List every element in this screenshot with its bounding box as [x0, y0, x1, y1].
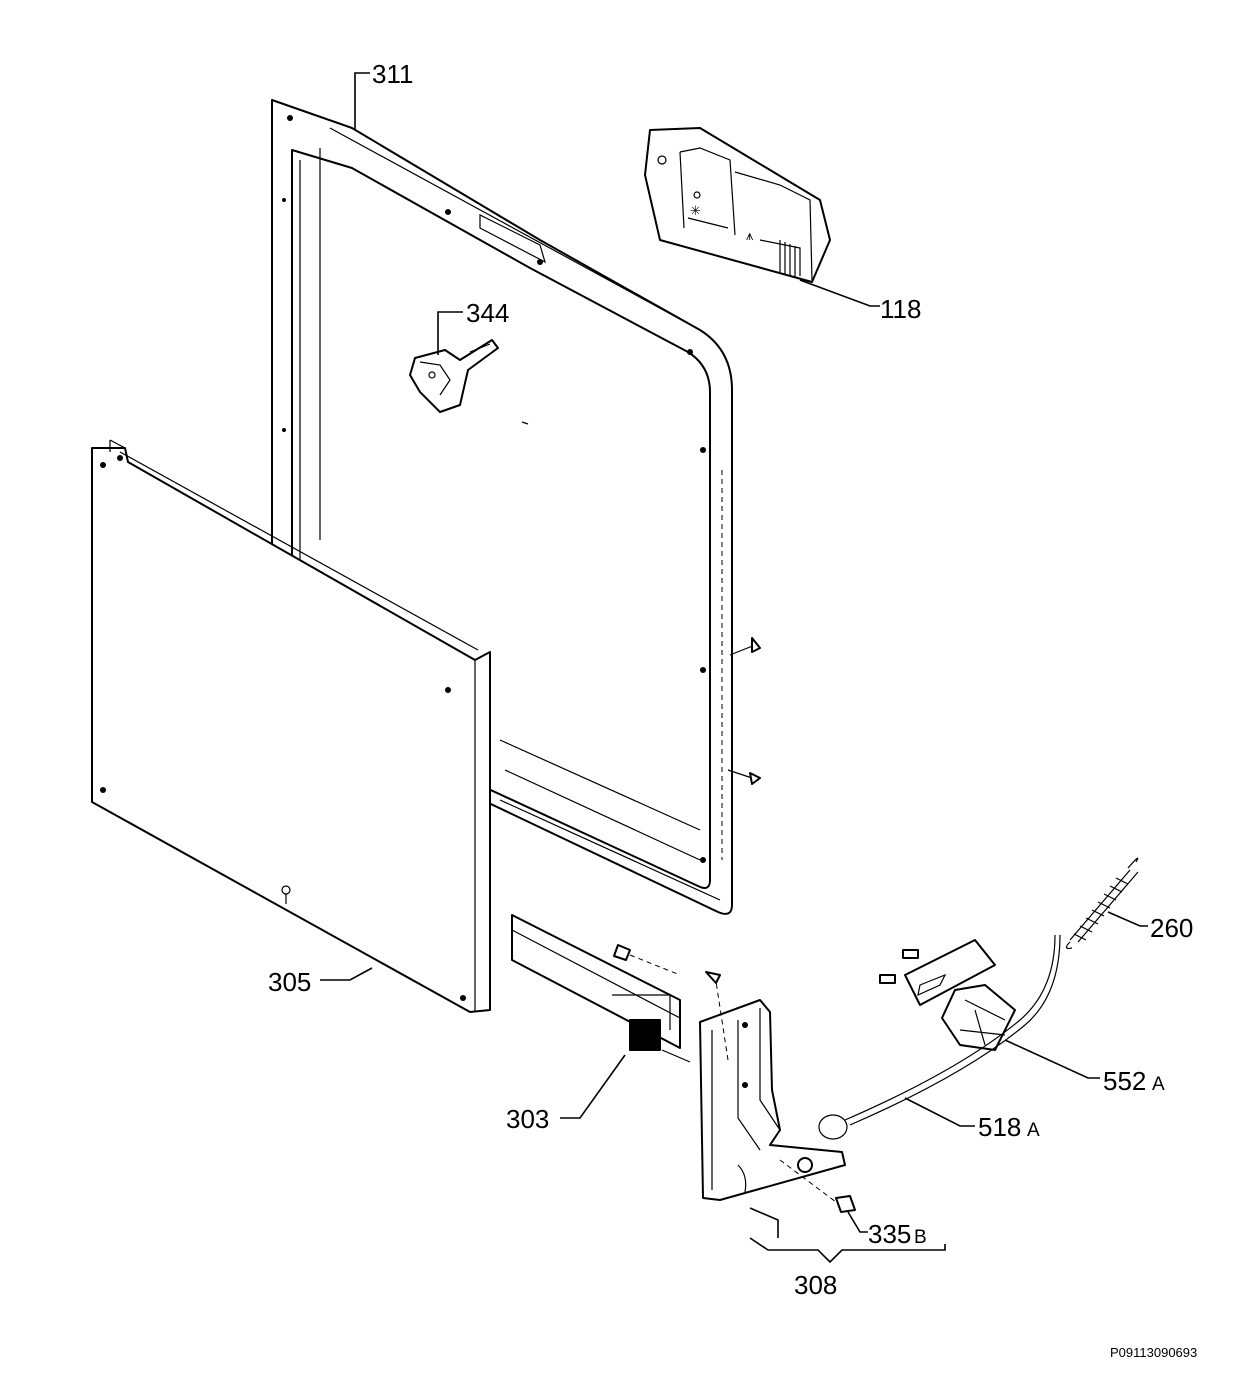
callout-260: 260: [1150, 913, 1193, 943]
outer-door-panel-305: [91, 439, 491, 1013]
part-number-311: 311: [372, 59, 413, 89]
callout-303: 303: [506, 1104, 549, 1134]
part-number-335: 335: [868, 1219, 911, 1249]
callout-335b: 335 B: [868, 1219, 927, 1249]
door-trim-rail-303: [511, 914, 691, 1119]
part-number-305: 305: [268, 967, 311, 997]
door-lock-344: [409, 311, 499, 413]
callout-118: 118: [880, 294, 921, 324]
drawing-reference: P09113090693: [1110, 1345, 1197, 1360]
bushing-335b: [835, 1195, 868, 1233]
part-number-308: 308: [794, 1270, 837, 1300]
screw-lower: [727, 769, 761, 785]
part-number-303: 303: [506, 1104, 549, 1134]
callout-552a: 552 A: [1103, 1066, 1165, 1096]
spring-260: [1065, 857, 1148, 949]
part-suffix-552: A: [1152, 1074, 1165, 1095]
callout-518a: 518 A: [978, 1112, 1040, 1142]
part-suffix-335: B: [914, 1227, 927, 1248]
svg-text:✳: ✳: [690, 203, 701, 218]
detergent-dispenser-118: ✳ ⩚: [644, 127, 880, 307]
counterweight-bracket-552a: [879, 939, 1100, 1079]
callout-344: 344: [466, 298, 509, 328]
callout-308: 308: [794, 1270, 837, 1300]
part-number-118: 118: [880, 294, 921, 324]
part-number-260: 260: [1150, 913, 1193, 943]
svg-text:⩚: ⩚: [746, 228, 754, 243]
part-number-344: 344: [466, 298, 509, 328]
hinge-assembly-308: [699, 971, 946, 1264]
part-number-518: 518: [978, 1112, 1021, 1142]
part-suffix-518: A: [1027, 1120, 1040, 1141]
cable-518a: [818, 934, 1061, 1140]
callout-311: 311: [354, 59, 413, 130]
screw-upper: [729, 637, 761, 656]
part-number-552: 552: [1103, 1066, 1146, 1096]
callout-305: 305: [268, 967, 311, 997]
